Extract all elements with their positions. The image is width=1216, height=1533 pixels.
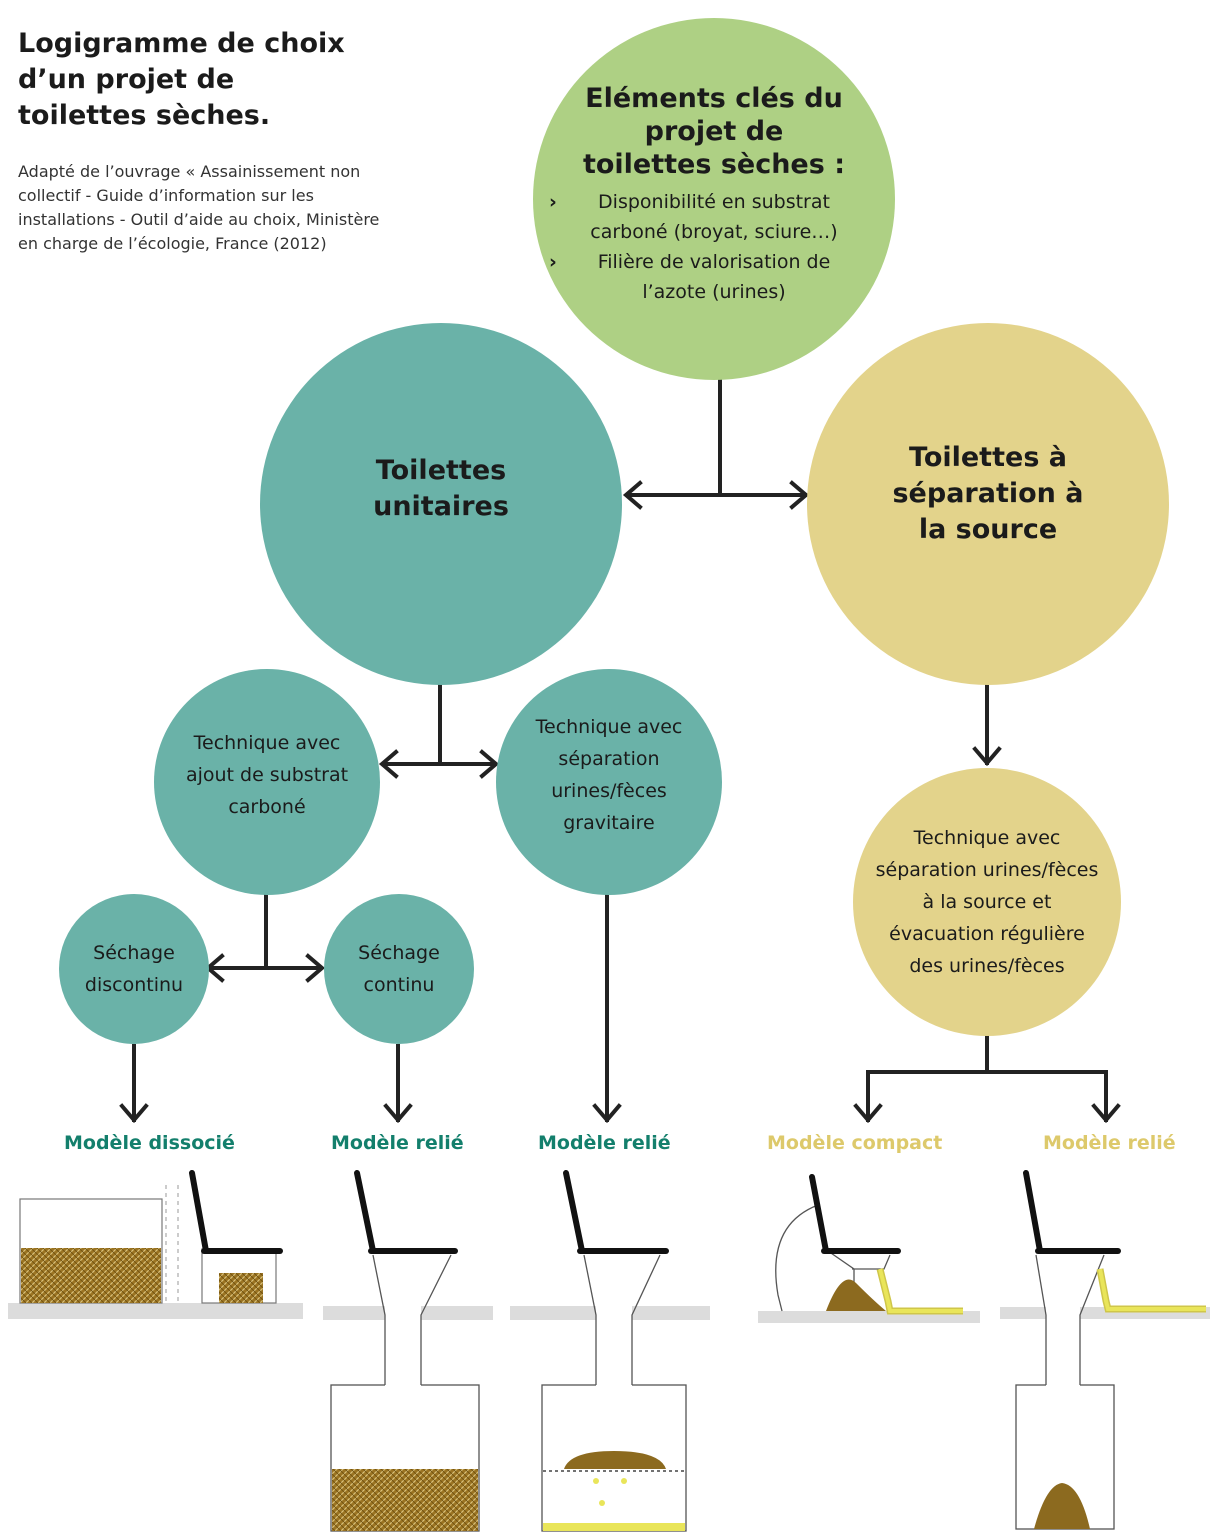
key-element-bullet: Filière de valorisation de l’azote (urin… — [597, 250, 831, 303]
arrowhead-down-dissocie — [119, 1103, 149, 1124]
arrowhead-down-compact — [853, 1103, 883, 1124]
arrowhead-left-unitary — [622, 480, 643, 510]
model-label-relie-gravitaire: Modèle relié — [538, 1132, 671, 1154]
arrowhead-down-source — [972, 746, 1002, 767]
connector-key-split — [626, 373, 807, 497]
node-unitary-title: Toilettes unitaires — [373, 455, 509, 522]
model-label-relie-source: Modèle relié — [1043, 1132, 1176, 1154]
node-key-elements: Eléments clés du projet de toilettes sèc… — [533, 18, 895, 380]
model-label-dissocie: Modèle dissocié — [64, 1132, 235, 1154]
node-carbon-substrate-text: Technique avec ajout de substrat carboné — [185, 732, 349, 818]
node-source-separation-text: Technique avec séparation urines/fèces à… — [875, 827, 1099, 977]
node-carbon-substrate: Technique avec ajout de substrat carboné — [154, 669, 380, 895]
model-label-relie-continu: Modèle relié — [331, 1132, 464, 1154]
node-source-separation: Technique avec séparation urines/fèces à… — [853, 768, 1121, 1036]
node-continuous-drying: Séchage continu — [324, 894, 474, 1044]
arrowhead-down-relie-1 — [383, 1103, 413, 1124]
model-label-compact: Modèle compact — [767, 1132, 943, 1154]
arrowhead-right-continu — [305, 953, 326, 983]
node-discontinuous-drying: Séchage discontinu — [59, 894, 209, 1044]
arrowhead-left-carbon — [378, 749, 399, 779]
illustration-modele-relie-source — [1000, 1170, 1210, 1530]
arrowhead-down-relie-2 — [592, 1103, 622, 1124]
node-unitary: Toilettes unitaires — [260, 323, 622, 685]
connector-source-split — [866, 1028, 1108, 1122]
arrowhead-right-gravity — [479, 749, 500, 779]
illustration-modele-relie-continu-drawing — [323, 1170, 493, 1532]
illustration-modele-relie-gravitaire — [510, 1170, 710, 1532]
arrowhead-right-separation — [789, 480, 810, 510]
source-note: Adapté de l’ouvrage « Assainissement non… — [18, 162, 380, 253]
arrowhead-down-relie-3 — [1091, 1103, 1121, 1124]
node-separation: Toilettes à séparation à la source — [807, 323, 1169, 685]
node-discontinuous-drying-text: Séchage discontinu — [84, 942, 184, 996]
node-continuous-drying-text: Séchage continu — [358, 942, 440, 996]
key-element-bullet: Disponibilité en substrat carboné (broya… — [590, 190, 838, 243]
node-gravity-separation: Technique avec séparation urines/fèces g… — [496, 669, 722, 895]
illustration-modele-dissocie — [8, 1170, 303, 1319]
node-separation-title: Toilettes à séparation à la source — [892, 442, 1084, 545]
illustration-modele-compact — [758, 1174, 980, 1323]
node-gravity-separation-text: Technique avec séparation urines/fèces g… — [535, 716, 683, 834]
node-key-elements-title: Eléments clés du projet de toilettes sèc… — [582, 82, 846, 180]
page-title: Logigramme de choix d’un projet de toile… — [18, 28, 345, 131]
connector-unitary-split — [382, 683, 496, 766]
